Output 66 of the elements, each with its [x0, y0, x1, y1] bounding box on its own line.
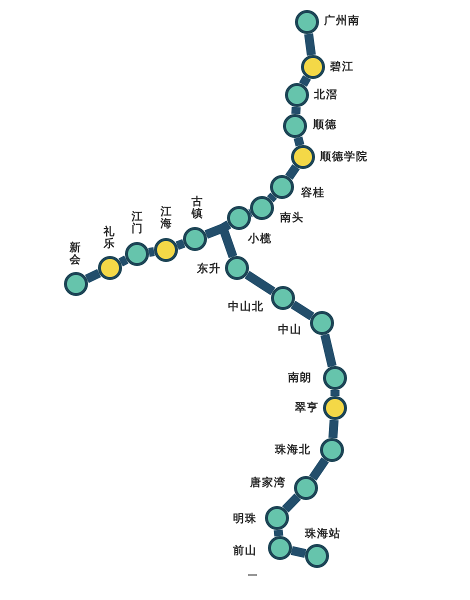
station-name: 容桂	[301, 187, 325, 199]
track-line	[176, 239, 186, 250]
station-circle	[305, 544, 329, 568]
station-circle	[250, 196, 274, 220]
station-circle	[320, 438, 344, 462]
station-name: 古镇	[191, 196, 203, 220]
track-line	[267, 192, 277, 202]
station-name: 顺德学院	[320, 151, 368, 163]
station-circle	[291, 145, 315, 169]
station-circle	[295, 10, 319, 34]
station-circle	[154, 238, 178, 262]
track-line	[290, 546, 306, 558]
station-circle	[301, 55, 325, 79]
track-line	[330, 390, 340, 396]
track-line	[285, 164, 300, 180]
station-circle	[271, 286, 295, 310]
station-name: 江海	[160, 206, 172, 230]
station-circle	[183, 227, 207, 251]
track-line	[118, 256, 128, 266]
track-line	[148, 247, 155, 257]
track-line	[290, 300, 314, 320]
station-name: 小榄	[248, 233, 272, 245]
station-circle	[265, 506, 289, 530]
station-name: 前山	[233, 545, 257, 557]
track-line	[244, 270, 276, 296]
track-line	[84, 269, 102, 283]
track-line	[328, 420, 339, 438]
station-name: 顺德	[313, 119, 337, 131]
station-name: 中山北	[228, 301, 264, 313]
station-circle	[227, 206, 251, 230]
station-name: 唐家湾	[250, 477, 286, 489]
station-circle	[285, 83, 309, 107]
station-name: 南头	[280, 212, 304, 224]
station-circle	[225, 256, 249, 280]
station-circle	[98, 256, 122, 280]
track-line	[274, 529, 284, 537]
track-line	[320, 334, 337, 368]
track-line	[299, 75, 311, 87]
station-name: 广州南	[324, 15, 360, 27]
station-name: 东升	[197, 263, 221, 275]
station-name: 南朗	[288, 372, 312, 384]
station-name: 明珠	[233, 513, 257, 525]
station-circle	[310, 311, 334, 335]
station-circle	[270, 175, 294, 199]
station-circle	[64, 272, 88, 296]
station-name: 珠海站	[305, 528, 341, 540]
station-circle	[268, 536, 292, 560]
station-name: 碧江	[330, 61, 354, 73]
track-line	[309, 457, 329, 481]
station-circle	[323, 366, 347, 390]
track-line	[218, 220, 238, 258]
track-line	[304, 33, 316, 56]
station-name: 北滘	[314, 89, 338, 101]
station-name: 江门	[131, 211, 143, 235]
station-name: 翠亨	[295, 402, 319, 414]
station-circle	[294, 476, 318, 500]
station-name: 新会	[69, 242, 81, 266]
station-circle	[283, 114, 307, 138]
station-name: 中山	[278, 324, 302, 336]
station-name: 珠海北	[275, 444, 311, 456]
station-name: 礼乐	[103, 226, 115, 250]
track-line	[291, 106, 301, 114]
station-circle	[323, 396, 347, 420]
track-line	[294, 136, 304, 147]
track-line	[282, 493, 301, 513]
station-circle	[125, 242, 149, 266]
